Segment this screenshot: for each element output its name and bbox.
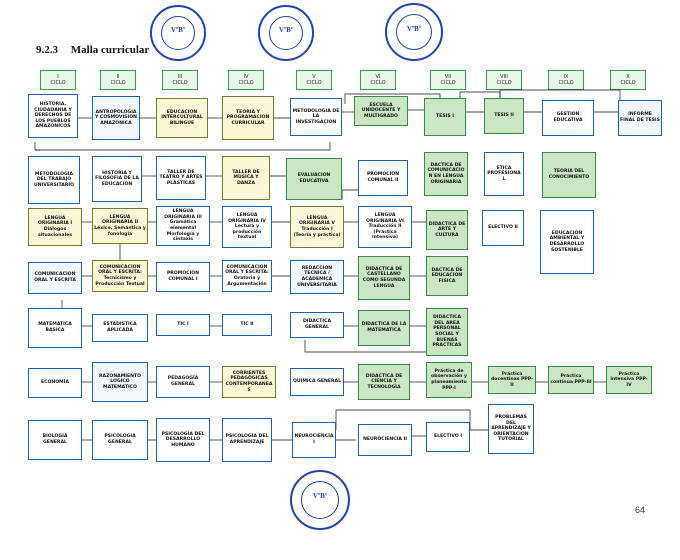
course-r1c2: ANTROPOLOGIA Y COSMOVISION AMAZONICA <box>92 96 140 140</box>
course-r5c2: ESTADISTICA APLICADA <box>92 314 148 342</box>
course-r5c4: TIC II <box>222 314 272 336</box>
course-r1c10: INFORME FINAL DE TESIS <box>618 100 662 136</box>
course-r1c5: METODOLOGIA DE LA INVESTIGACION <box>290 98 342 136</box>
course-r7c7: ELECTIVO I <box>426 422 470 452</box>
seal-stamp-3: VºBº <box>385 3 443 61</box>
course-r6c1: ECONOMÍA <box>28 368 82 398</box>
course-r4c3: PROMOCION COMUNAL I <box>156 262 210 292</box>
cycle-label: CICLO <box>306 80 322 86</box>
course-r6c4: CORRIENTES PEDAGOGICAS CONTEMPORANEAS <box>222 366 276 398</box>
course-r3c1: LENGUA ORIGINARIA I Diálogos situacional… <box>28 208 82 246</box>
course-r4c2: COMUNICACION ORAL Y ESCRITA: Tecnicismo … <box>92 260 148 292</box>
cycle-label: CICLO <box>238 80 254 86</box>
course-r6c6: DIDACTICA DE CIENCIA Y TECNOLOGIA <box>358 364 410 400</box>
course-r2c5: EVALUACION EDUCATIVA <box>286 158 342 200</box>
course-r5c7: DIDACTICA DEL AREA PERSONAL SOCIAL Y BUE… <box>426 308 468 356</box>
seal-stamp-2: VºBº <box>258 5 314 61</box>
course-r7c8: PROBLEMAS DEL APRENDIZAJE Y ORIENTACION … <box>488 404 534 454</box>
course-r5c3: TIC I <box>156 314 210 336</box>
cycle-number: II <box>116 74 120 80</box>
course-r7c4: PSICOLOGIA DEL APRENDIZAJE <box>222 418 272 462</box>
course-r2c6: PROMOCION COMUNAL II <box>358 160 408 196</box>
course-r1c4: TEORIA Y PROGRAMACION CURRICULAR <box>222 96 274 140</box>
course-r3c9: EDUCACIÓN AMBIENTAL Y DESARROLLO SOSTENI… <box>540 210 594 274</box>
cycle-label: CICLO <box>370 80 386 86</box>
section-title: 9.2.3 Malla curricular <box>36 44 149 56</box>
course-r6c10: Práctica intensiva PPP- IV <box>606 366 652 394</box>
course-r2c7: DACTICA DE COMUNICACION EN LENGUA ORIGIN… <box>424 152 468 196</box>
cycle-label: CICLO <box>558 80 574 86</box>
seal-stamp-4: VºBº <box>290 470 350 530</box>
cycle-number: IX <box>563 74 569 80</box>
course-r7c2: PSICOLOGIA GENERAL <box>92 420 148 460</box>
cycle-number: VII <box>444 74 452 80</box>
course-r1c1: HISTORIA, CIUDADANIA Y DERECHOS DE LOS P… <box>28 94 78 138</box>
course-r3c7: DIDACTICA DE ARTE Y CULTURA <box>426 210 468 250</box>
course-r5c1: MATEMATICA BASICA <box>28 308 82 348</box>
course-r1c7: TESIS I <box>424 98 466 136</box>
course-r3c4: LENGUA ORIGINARIA IV Lectura y producció… <box>222 206 272 248</box>
course-r4c4: COMUNICACION ORAL Y ESCRITA: Oratoria y … <box>222 260 272 292</box>
course-r6c7: Práctica de observación y planeamiento P… <box>426 362 472 398</box>
course-r2c1: METODOLOGIA DEL TRABAJO UNIVERSITARIO <box>28 156 80 204</box>
course-r1c6: ESCUELA UNIDOCENTE Y MULTIGRADO <box>354 96 408 126</box>
course-r6c2: RAZONAMIENTO LOGICO MATEMATICO <box>92 362 148 402</box>
cycle-label: CICLO <box>496 80 512 86</box>
cycle-label: CICLO <box>110 80 126 86</box>
cycle-label: CICLO <box>172 80 188 86</box>
course-r5c5: DIDACTICA GENERAL <box>290 312 344 338</box>
course-r1c9: GESTION EDUCATIVA <box>542 100 594 136</box>
course-r4c7: DACTICA DE EDUCACION FISICA <box>426 256 468 296</box>
cycle-number: III <box>177 74 183 80</box>
course-r3c3: LENGUA ORIGINARIA III Gramática elementa… <box>156 206 210 246</box>
seal-stamp-1: VºBº <box>150 5 206 61</box>
section-heading: Malla curricular <box>70 44 150 56</box>
course-r6c9: Práctica continua PPP-III <box>548 366 594 394</box>
course-r1c3: EDUCACION INTERCULTURAL BILINGUE <box>156 98 208 138</box>
course-r1c8: TESIS II <box>484 98 524 134</box>
cycle-number: X <box>626 74 630 80</box>
cycle-number: V <box>312 74 316 80</box>
course-r3c2: LENGUA ORIGINARIA II Léxico, Semántica y… <box>92 208 148 244</box>
cycle-number: VIII <box>500 74 508 80</box>
course-r4c6: DIDACTICA DE CASTELLANO COMO SEGUNDA LEN… <box>358 256 410 300</box>
cycle-label: CICLO <box>50 80 66 86</box>
course-r6c3: PEDAGOGÍA GENERAL <box>156 366 210 398</box>
cycle-number: I <box>57 74 59 80</box>
page-number: 64 <box>635 505 646 515</box>
course-r2c2: HISTORIA Y FILOSOFIA DE LA EDUCACION <box>92 156 142 202</box>
cycle-label: CICLO <box>620 80 636 86</box>
course-r4c1: COMUNICACION ORAL Y ESCRITA <box>28 262 82 294</box>
course-r2c3: TALLER DE TEATRO Y ARTES PLASTICAS <box>156 156 206 200</box>
course-r2c9: TEORIA DEL CONOCIMIENTO <box>542 152 596 198</box>
cycle-label: CICLO <box>440 80 456 86</box>
course-r3c5: LENGUA ORIGINARIA V Traducción I (Teoría… <box>290 206 344 248</box>
section-number: 9.2.3 <box>36 44 58 56</box>
course-r6c5: QUIMICA GENERAL <box>290 368 344 396</box>
cycle-number: VI <box>375 74 381 80</box>
course-r3c8: ELECTIVO II <box>482 210 524 246</box>
course-r2c8: ETICA PROFESIONAL <box>484 152 524 196</box>
course-r7c5: NEUROCIENCIA I <box>292 422 336 458</box>
course-r7c6: NEUROCIENCIA II <box>358 424 412 456</box>
cycle-number: IV <box>243 74 249 80</box>
course-r7c3: PSICOLOGIA DEL DESARROLLO HUMANO <box>156 418 210 462</box>
course-r7c1: BIOLOGIA GENERAL <box>28 420 82 460</box>
course-r4c5: REDACCION TECNICA / ACADEMICA UNIVERSITA… <box>290 260 344 294</box>
course-r3c6: LENGUA ORIGINARIA VI Traducción II (Prác… <box>358 206 412 248</box>
course-r5c6: DIDACTICA DE LA MATEMATICA <box>358 310 410 346</box>
course-r2c4: TALLER DE MUSICA Y DANZA <box>222 156 270 200</box>
course-r6c8: Práctica docentinas PPP-II <box>488 366 536 394</box>
